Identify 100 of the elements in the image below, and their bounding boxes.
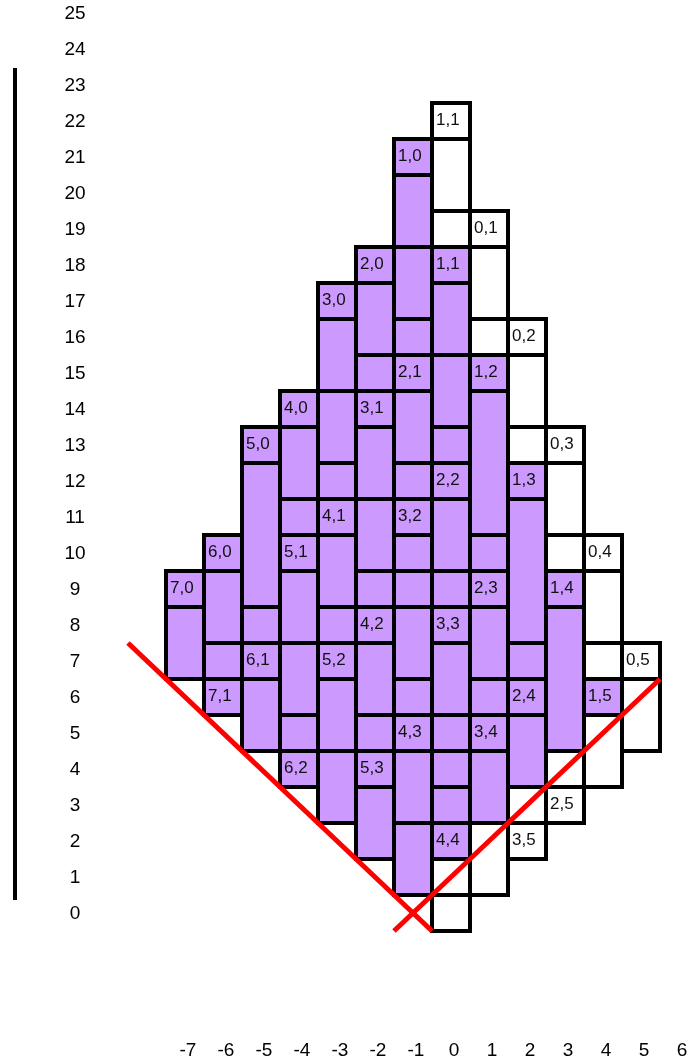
axis-tick-label: 1 (485, 1039, 499, 1061)
cell-label: 0,4 (588, 541, 612, 563)
shaded-tile (394, 391, 432, 463)
empty-tile (508, 823, 546, 859)
shaded-tile (318, 535, 356, 607)
axis-tick-label: -6 (216, 1039, 236, 1061)
cell-label: 2,0 (360, 253, 384, 275)
axis-tick-label: 4 (599, 1039, 613, 1061)
cell-label: 4,3 (398, 721, 422, 743)
axis-tick-label: -7 (178, 1039, 198, 1061)
cell-label: 3,0 (322, 289, 346, 311)
axis-tick-label: 6 (68, 686, 82, 708)
shaded-tile (318, 391, 356, 463)
shaded-tile (204, 679, 242, 715)
axis-tick-label: 12 (63, 470, 87, 492)
shaded-tile (394, 247, 432, 319)
cell-label: 1,3 (512, 469, 536, 491)
shaded-tile (470, 607, 508, 679)
empty-tile (432, 895, 470, 931)
cell-label: 1,1 (436, 109, 460, 131)
axis-tick-label: 4 (68, 758, 82, 780)
shaded-tile (546, 607, 584, 751)
cell-label: 5,0 (246, 433, 270, 455)
shaded-tile (242, 679, 280, 751)
shaded-tile (508, 715, 546, 787)
axis-tick-label: -4 (292, 1039, 312, 1061)
cell-label: 3,3 (436, 613, 460, 635)
cell-label: 7,1 (208, 685, 232, 707)
cell-label: 0,1 (474, 217, 498, 239)
axis-tick-label: 5 (637, 1039, 651, 1061)
shaded-tile (318, 319, 356, 391)
cell-label: 0,3 (550, 433, 574, 455)
axis-tick-label: 2 (68, 830, 82, 852)
axis-tick-label: 1 (68, 866, 82, 888)
axis-tick-label: 3 (68, 794, 82, 816)
shaded-tile (318, 751, 356, 823)
cell-label: 1,0 (398, 145, 422, 167)
shaded-tile (356, 499, 394, 571)
cell-label: 4,4 (436, 829, 460, 851)
axis-tick-label: 2 (523, 1039, 537, 1061)
shaded-tile (242, 463, 280, 607)
cell-label: 7,0 (170, 577, 194, 599)
axis-tick-label: 3 (561, 1039, 575, 1061)
axis-tick-label: 18 (63, 254, 87, 276)
shaded-tile (432, 283, 470, 355)
axis-tick-label: 0 (68, 902, 82, 924)
shaded-tile (356, 643, 394, 715)
cell-label: 1,2 (474, 361, 498, 383)
cell-label: 6,1 (246, 649, 270, 671)
shaded-tile (394, 751, 432, 823)
axis-tick-label: 17 (63, 290, 87, 312)
axis-tick-label: 13 (63, 434, 87, 456)
cell-label: 5,3 (360, 757, 384, 779)
axis-tick-label: 5 (68, 722, 82, 744)
cell-label: 4,1 (322, 505, 346, 527)
shaded-tile (394, 823, 432, 895)
cell-label: 1,5 (588, 685, 612, 707)
axis-tick-label: 23 (63, 74, 87, 96)
cell-label: 1,4 (550, 577, 574, 599)
shaded-tile (432, 499, 470, 571)
cell-label: 2,4 (512, 685, 536, 707)
axis-tick-label: 15 (63, 362, 87, 384)
axis-tick-label: 8 (68, 614, 82, 636)
axis-tick-label: 6 (675, 1039, 689, 1061)
axis-tick-label: 14 (63, 398, 87, 420)
cell-label: 4,0 (284, 397, 308, 419)
cell-label: 0,5 (626, 649, 650, 671)
empty-tile (432, 103, 470, 139)
axis-tick-label: 22 (63, 110, 87, 132)
axis-tick-label: 19 (63, 218, 87, 240)
axis-tick-label: -2 (368, 1039, 388, 1061)
shaded-tile (356, 283, 394, 355)
cell-label: 2,2 (436, 469, 460, 491)
shaded-tile (394, 175, 432, 247)
cell-label: 3,4 (474, 721, 498, 743)
cell-label: 4,2 (360, 613, 384, 635)
axis-tick-label: 7 (68, 650, 82, 672)
cell-label: 1,1 (436, 253, 460, 275)
cell-label: 2,5 (550, 793, 574, 815)
shaded-tile (394, 607, 432, 679)
axis-tick-label: 11 (64, 506, 86, 528)
shaded-tile (318, 679, 356, 751)
axis-tick-label: 10 (63, 542, 87, 564)
axis-tick-label: -1 (406, 1039, 426, 1061)
cell-label: 3,2 (398, 505, 422, 527)
axis-tick-label: 0 (447, 1039, 461, 1061)
axis-tick-label: -5 (254, 1039, 274, 1061)
shaded-tile (280, 427, 318, 499)
shaded-tile (204, 571, 242, 643)
axis-tick-label: -3 (330, 1039, 350, 1061)
shaded-tile (470, 751, 508, 823)
shaded-tile (356, 427, 394, 499)
axis-tick-label: 16 (63, 326, 87, 348)
cell-label: 6,0 (208, 541, 232, 563)
shaded-tile (280, 643, 318, 715)
shaded-tile (166, 607, 204, 679)
cell-label: 6,2 (284, 757, 308, 779)
axis-tick-label: 21 (63, 146, 87, 168)
shaded-tile (356, 787, 394, 859)
axis-tick-label: 9 (68, 578, 82, 600)
